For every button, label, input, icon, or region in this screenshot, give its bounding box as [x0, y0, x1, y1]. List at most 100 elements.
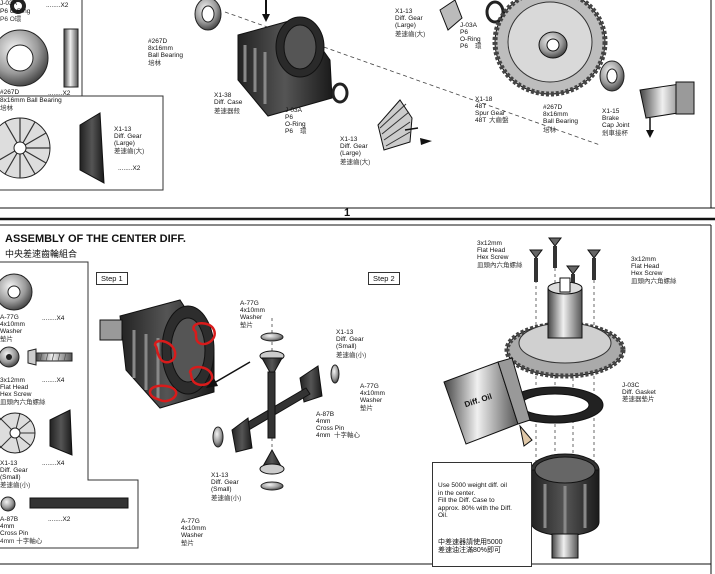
label-spur-gear-cn: 大齒盤 [489, 117, 509, 124]
legend-small-gear-qty: ........X4 [42, 460, 65, 467]
diff-oil-note-cn: 中差速器請使用5000 差速油注滿80%即可 [438, 538, 503, 554]
label-washer-right-cn: 墊片 [360, 405, 373, 412]
label-cross-pin-cn: 十字軸心 [334, 432, 360, 439]
diff-oil-note-en: Use 5000 weight diff. oil in the center.… [438, 482, 512, 519]
label-washer-top-cn: 墊片 [240, 322, 253, 329]
legend-diff-gear-name: Diff. Gear (Large) [114, 133, 142, 147]
o-ring-legend-icon [10, 0, 26, 14]
label-washer-right: A-77G 4x10mm Washer [360, 383, 385, 404]
diff-gear-large-legend-icon [0, 112, 105, 184]
label-diff-case: X1-38 Diff. Case [214, 92, 243, 106]
legend-small-gear-code: X1-13 [0, 460, 18, 467]
spur-gear-48t [492, 0, 608, 97]
label-diff-gear-mid: X1-13 Diff. Gear (Large) [340, 136, 368, 157]
label-o-ring-right-cn: 環 [475, 43, 482, 50]
label-diff-gear-mid-cn: 差速齒(大) [340, 159, 371, 166]
diff-oil-note: Use 5000 weight diff. oil in the center.… [432, 462, 532, 567]
label-o-ring-mid-cn: 環 [300, 128, 307, 135]
page-number: 1 [344, 207, 351, 219]
legend-o-ring-qty: ........X2 [46, 2, 69, 9]
brake-cap-joint [639, 81, 695, 119]
ball-bearing-top-left [194, 0, 222, 31]
step-1-label: Step 1 [96, 272, 128, 285]
section-title: ASSEMBLY OF THE CENTER DIFF. [5, 233, 186, 245]
legend-screw-qty: ........X4 [42, 377, 65, 384]
diff-gear-small-top-step1 [259, 350, 285, 378]
legend-screw-name: Flat Head Hex Screw [0, 384, 32, 398]
legend-diff-gear-cn: 差速齒(大) [114, 148, 145, 155]
legend-bearing-name: 8x16mm Ball Bearing [0, 97, 62, 104]
label-diff-gasket-cn: 差速器墊片 [622, 396, 655, 403]
spur-gear-step2 [504, 277, 626, 379]
label-small-gear-bottom: X1-13 Diff. Gear (Small) [211, 472, 239, 493]
section-subtitle: 中央差速齒輪組合 [5, 249, 78, 259]
label-cap-joint-cn: 剎車接杯 [602, 130, 628, 137]
label-cap-joint: X1-15 Brake Cap Joint [602, 108, 630, 129]
o-ring-top-right [485, 0, 505, 24]
top-legend-box [0, 0, 164, 191]
label-bearing-left: #267D 8x16mm Ball Bearing [148, 38, 184, 59]
legend-o-ring-code: J-03A [0, 0, 17, 7]
label-diff-gear-top: X1-13 Diff. Gear (Large) [395, 8, 423, 29]
ball-bearing-legend-icon [0, 28, 79, 88]
diff-gear-large-top-right [439, 0, 463, 31]
legend-screw-cn: 皿頭內六角螺絲 [0, 399, 46, 406]
label-bearing-right-cn: 培林 [543, 127, 556, 134]
label-washer-bottom-cn: 墊片 [181, 540, 194, 547]
legend-washer-name: 4x10mm Washer [0, 321, 25, 335]
cross-pin-legend-icon [0, 496, 129, 512]
step-2-label: Step 2 [368, 272, 400, 285]
label-cross-pin: A-87B 4mm Cross Pin 4mm [316, 411, 345, 439]
legend-cross-pin-qty: ........X2 [48, 516, 71, 523]
label-o-ring-right: J-03A P6 O-Ring P6 [460, 22, 481, 50]
legend-screw-code: 3x12mm [0, 377, 25, 384]
label-small-gear-bottom-cn: 差速齒(小) [211, 495, 242, 502]
legend-cross-pin-code: A-87B [0, 516, 19, 523]
diff-oil-bottle [443, 357, 533, 447]
legend-washer-qty: ........X4 [42, 315, 65, 322]
legend-o-ring-name: P6 O-Ring [0, 8, 31, 15]
label-washer-bottom: A-77G 4x10mm Washer [181, 518, 206, 539]
diff-gear-small-left-step1 [231, 417, 253, 453]
legend-cross-pin-cn: 4mm 十字軸心 [0, 538, 43, 545]
legend-small-gear-cn: 差速齒(小) [0, 482, 31, 489]
diff-gear-small-legend-icon [0, 409, 73, 456]
red-annotation-circles [148, 322, 216, 403]
label-o-ring-mid: J-03A P6 O-Ring P6 [285, 107, 306, 135]
label-diff-case-cn: 差速器殼 [214, 108, 240, 115]
legend-bearing-cn: 培林 [0, 105, 13, 112]
legend-washer-cn: 墊片 [0, 336, 13, 343]
o-ring-top-mid [331, 82, 349, 104]
label-screw-left: 3x12mm Flat Head Hex Screw [477, 240, 509, 261]
diff-case-step2 [530, 453, 600, 559]
label-bearing-right: #267D 8x16mm Ball Bearing [543, 104, 579, 125]
label-diff-gasket: J-03C Diff. Gasket [622, 382, 656, 396]
legend-diff-gear-code: X1-13 [114, 126, 132, 133]
label-diff-gear-top-cn: 差速齒(大) [395, 31, 426, 38]
label-small-gear-top: X1-13 Diff. Gear (Small) [336, 329, 364, 350]
bottom-legend-box [0, 261, 139, 549]
label-bearing-left-cn: 培林 [148, 60, 161, 67]
washer-right-step1 [330, 364, 340, 384]
ball-bearing-top-right [599, 60, 625, 92]
washer-top-step1 [260, 332, 284, 342]
label-spur-gear: X1-18 48T Spur Gear 48T [475, 96, 505, 124]
label-screw-right-cn: 皿頭內六角螺絲 [631, 278, 677, 285]
legend-bearing-code: #267D [0, 89, 20, 96]
legend-cross-pin-name: 4mm Cross Pin [0, 523, 29, 537]
label-screw-right: 3x12mm Flat Head Hex Screw [631, 256, 663, 277]
label-small-gear-top-cn: 差速齒(小) [336, 352, 367, 359]
screw-legend-icon [0, 346, 73, 368]
legend-diff-gear-qty: ........X2 [118, 165, 141, 172]
diff-case-step1 [99, 299, 215, 409]
washer-left-step1 [212, 426, 224, 448]
label-washer-top: A-77G 4x10mm Washer [240, 300, 265, 321]
legend-o-ring-cn: P6 O環 [0, 16, 22, 23]
diff-case-top [237, 16, 333, 117]
legend-washer-code: A-77G [0, 314, 19, 321]
legend-small-gear-name: Diff. Gear (Small) [0, 467, 28, 481]
diff-gear-large-top-mid [377, 99, 419, 151]
label-screw-left-cn: 皿頭內六角螺絲 [477, 262, 523, 269]
diff-gear-small-bottom-step1 [259, 448, 285, 475]
